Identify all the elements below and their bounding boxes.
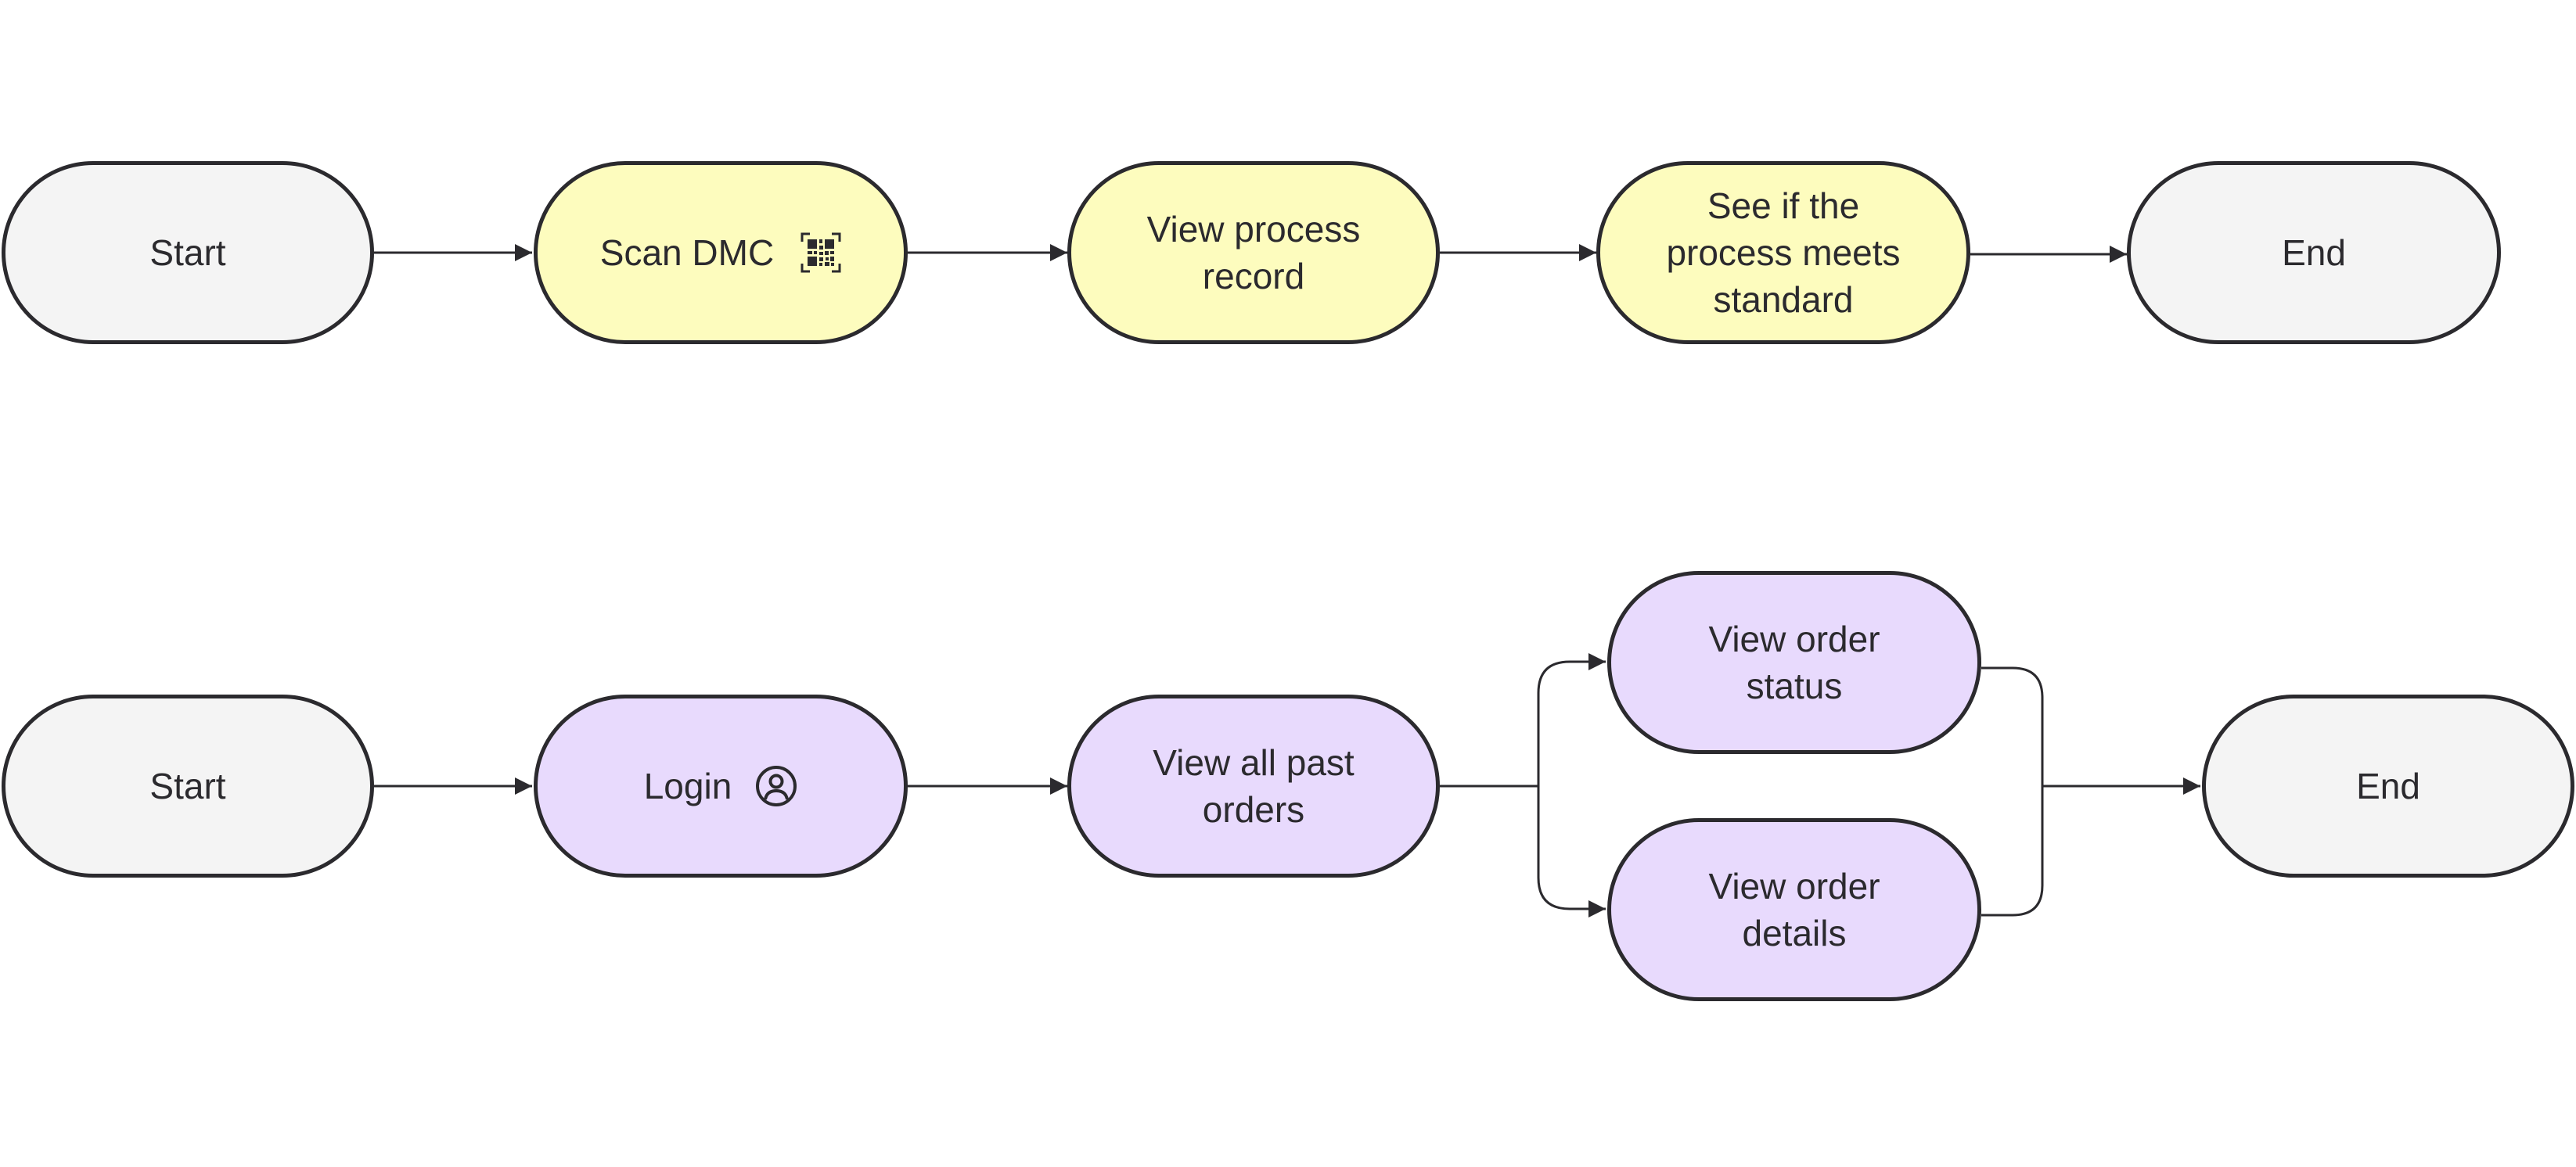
connector-order-status-to-merge bbox=[1981, 666, 2044, 786]
connector-branch-to-order-status bbox=[1537, 653, 1606, 786]
flow1-start-node[interactable]: Start bbox=[2, 161, 374, 344]
flow1-view-process-record-node[interactable]: View process record bbox=[1067, 161, 1440, 344]
connector-branch-to-order-details bbox=[1537, 786, 1606, 917]
node-label: Login bbox=[643, 766, 732, 806]
flow1-scan-dmc-node[interactable]: Scan DMC bbox=[534, 161, 908, 344]
flow2-view-order-details-node[interactable]: View order details bbox=[1607, 818, 1981, 1001]
flow2-login-node[interactable]: Login bbox=[534, 695, 908, 878]
node-label: End bbox=[2356, 766, 2420, 806]
connector-order-details-to-merge bbox=[1981, 786, 2044, 917]
node-label: Start bbox=[149, 766, 226, 806]
flow2-view-order-status-node[interactable]: View order status bbox=[1607, 571, 1981, 754]
user-circle-icon bbox=[755, 765, 797, 807]
node-label: View all past orders bbox=[1153, 742, 1355, 830]
node-label: See if the process meets standard bbox=[1666, 185, 1901, 320]
flow2-end-node[interactable]: End bbox=[2202, 695, 2574, 878]
node-label: Start bbox=[149, 232, 226, 273]
qr-code-icon bbox=[801, 232, 841, 273]
node-label: View process record bbox=[1146, 209, 1361, 296]
node-label: Scan DMC bbox=[599, 232, 775, 273]
flow1-check-standard-node[interactable]: See if the process meets standard bbox=[1596, 161, 1970, 344]
node-label: View order status bbox=[1708, 619, 1880, 706]
flow1-end-node[interactable]: End bbox=[2127, 161, 2501, 344]
node-label: End bbox=[2282, 232, 2346, 273]
flow2-start-node[interactable]: Start bbox=[2, 695, 374, 878]
node-label: View order details bbox=[1708, 866, 1880, 953]
flow2-view-past-orders-node[interactable]: View all past orders bbox=[1067, 695, 1440, 878]
